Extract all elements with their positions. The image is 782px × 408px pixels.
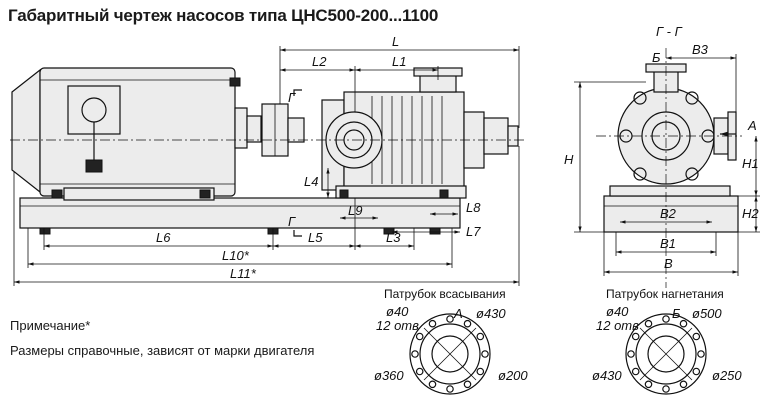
svg-text:L8: L8 xyxy=(466,200,481,215)
discharge-flange: Патрубок нагнетания Б ø40 12 отв ø500 ø4… xyxy=(592,287,742,395)
svg-text:ø250: ø250 xyxy=(712,368,742,383)
svg-text:L5: L5 xyxy=(308,230,323,245)
svg-text:L7: L7 xyxy=(466,224,481,239)
bolt-hole xyxy=(428,319,437,328)
bolt-hole xyxy=(692,367,701,376)
svg-text:12 отв: 12 отв xyxy=(596,318,639,333)
svg-text:А: А xyxy=(453,306,463,321)
svg-text:ø200: ø200 xyxy=(498,368,528,383)
bolt-hole xyxy=(631,367,640,376)
end-view: Г - Г Б B xyxy=(564,24,760,288)
svg-text:Патрубок нагнетания: Патрубок нагнетания xyxy=(606,287,724,301)
bolt-hole xyxy=(463,319,472,328)
bolt-hole xyxy=(679,319,688,328)
svg-text:ø430: ø430 xyxy=(592,368,622,383)
dimension-labels: L L2 L1 L4 L9 L8 L7 L6 L5 L3 L10* L11* xyxy=(156,34,481,281)
section-mark: Г Г xyxy=(288,89,302,237)
page-title: Габаритный чертеж насосов типа ЦНС500-20… xyxy=(8,6,439,25)
bolt-hole xyxy=(411,350,419,358)
motor xyxy=(11,67,248,201)
dimension-lines xyxy=(13,46,520,286)
svg-text:12 отв: 12 отв xyxy=(376,318,419,333)
bolt-hole xyxy=(662,385,670,393)
svg-text:L1: L1 xyxy=(392,54,406,69)
bolt-hole xyxy=(679,380,688,389)
suction-flange: Патрубок всасывания А ø40 12 отв ø430 ø3… xyxy=(374,287,528,395)
coupling xyxy=(246,103,305,157)
bolt-hole xyxy=(463,380,472,389)
svg-text:L10*: L10* xyxy=(222,248,250,263)
svg-text:A: A xyxy=(747,118,757,133)
svg-text:B: B xyxy=(664,256,673,271)
svg-text:ø430: ø430 xyxy=(476,306,506,321)
svg-text:H1: H1 xyxy=(742,156,759,171)
svg-text:L: L xyxy=(392,34,399,49)
note-text: Размеры справочные, зависят от марки дви… xyxy=(10,343,315,358)
svg-text:Г: Г xyxy=(288,214,296,229)
svg-text:H2: H2 xyxy=(742,206,759,221)
bolt-hole xyxy=(627,350,635,358)
svg-text:ø360: ø360 xyxy=(374,368,404,383)
svg-text:Патрубок всасывания: Патрубок всасывания xyxy=(384,287,506,301)
svg-text:L3: L3 xyxy=(386,230,401,245)
note-heading: Примечание* xyxy=(10,318,91,333)
svg-text:L6: L6 xyxy=(156,230,171,245)
base-frame xyxy=(19,197,461,229)
svg-text:ø40: ø40 xyxy=(606,304,629,319)
svg-text:Г - Г: Г - Г xyxy=(656,24,683,39)
bolt-hole xyxy=(644,319,653,328)
bolt-hole xyxy=(446,385,454,393)
svg-text:L9: L9 xyxy=(348,203,362,218)
svg-text:B1: B1 xyxy=(660,236,676,251)
svg-text:L4: L4 xyxy=(304,174,318,189)
svg-text:ø40: ø40 xyxy=(386,304,409,319)
svg-text:Б: Б xyxy=(672,306,681,321)
bolt-hole xyxy=(476,332,485,341)
bolt-hole xyxy=(644,380,653,389)
bolt-hole xyxy=(662,315,670,323)
bolt-hole xyxy=(415,367,424,376)
side-view: Г Г xyxy=(10,34,525,286)
bolt-hole xyxy=(415,332,424,341)
svg-text:B3: B3 xyxy=(692,42,709,57)
svg-text:H: H xyxy=(564,152,574,167)
svg-text:L11*: L11* xyxy=(230,266,257,281)
bolt-hole xyxy=(631,332,640,341)
bolt-hole xyxy=(446,315,454,323)
svg-text:Г: Г xyxy=(288,90,296,105)
svg-text:Б: Б xyxy=(652,50,661,65)
svg-text:L2: L2 xyxy=(312,54,327,69)
pump xyxy=(321,67,519,199)
bolt-hole xyxy=(697,350,705,358)
bolt-hole xyxy=(481,350,489,358)
bolt-hole xyxy=(428,380,437,389)
bolt-hole xyxy=(476,367,485,376)
svg-text:B2: B2 xyxy=(660,206,677,221)
svg-text:ø500: ø500 xyxy=(692,306,722,321)
bolt-hole xyxy=(692,332,701,341)
